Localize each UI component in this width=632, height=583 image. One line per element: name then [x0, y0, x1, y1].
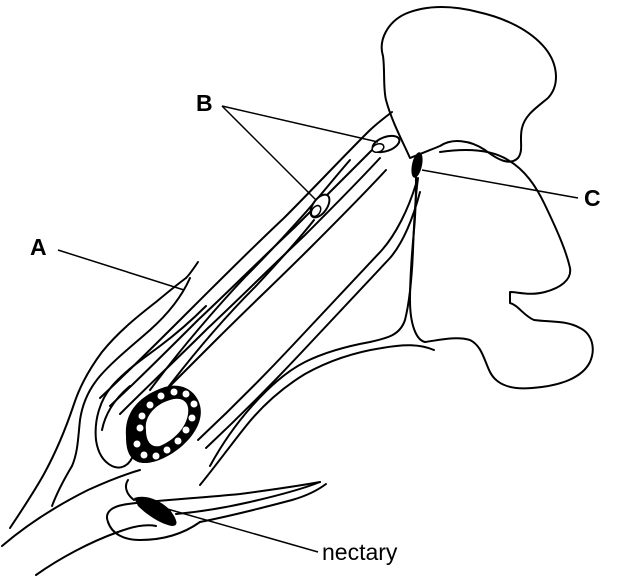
stigma [409, 151, 424, 179]
leader-line-b-upper [222, 106, 378, 142]
leader-line-a [58, 250, 184, 290]
label-a: A [30, 236, 47, 259]
label-b: B [196, 92, 213, 115]
anther-upper [370, 133, 401, 156]
standard-petal [382, 7, 556, 162]
label-c: C [584, 187, 601, 210]
label-nectary: nectary [322, 541, 397, 564]
wing-petal [410, 150, 593, 388]
leader-line-c [422, 170, 578, 198]
leader-line-b-lower [222, 106, 316, 200]
nectary [134, 497, 176, 526]
